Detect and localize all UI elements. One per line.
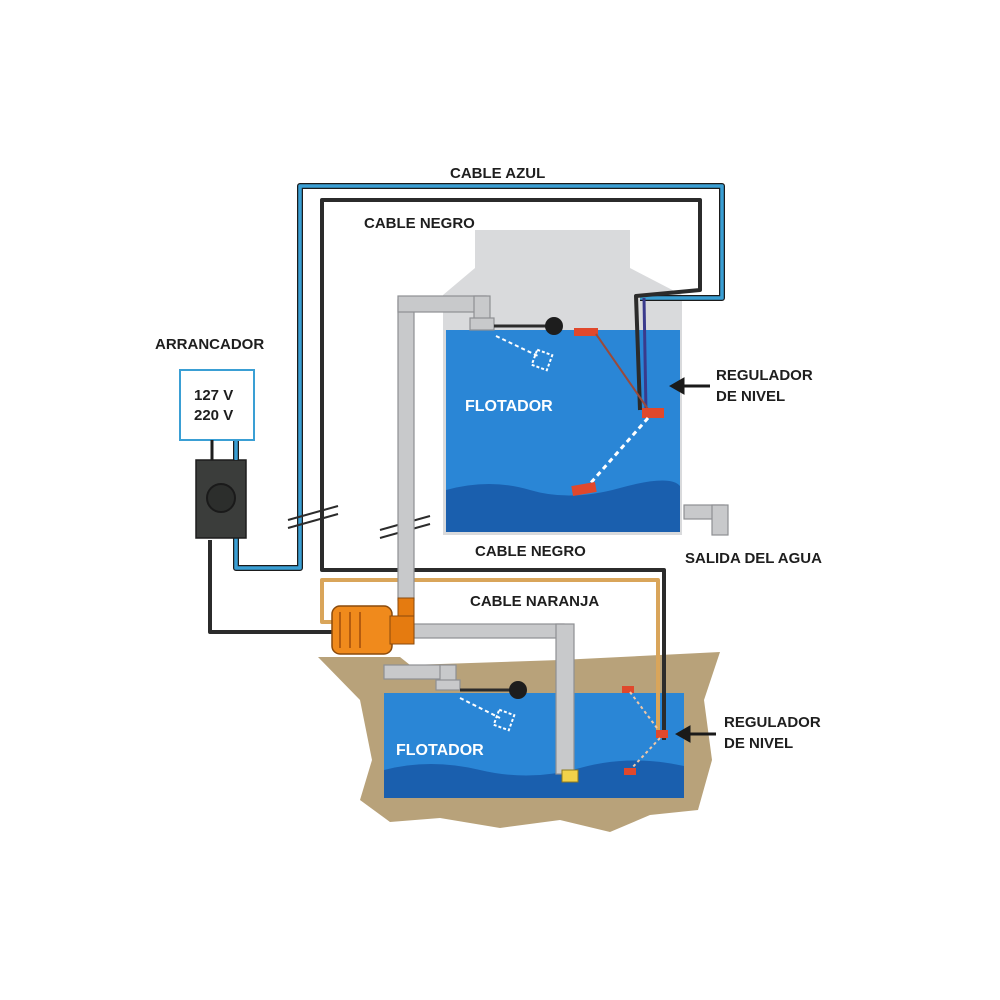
salida-label: SALIDA DEL AGUA <box>685 550 822 567</box>
blue-cable <box>233 183 725 571</box>
upper-float-switch <box>494 317 563 372</box>
pipes <box>383 295 729 775</box>
ground-cistern <box>318 652 720 832</box>
regulador-top-line2: DE NIVEL <box>716 388 785 405</box>
lower-level-regulator <box>622 686 668 775</box>
arrancador-label: ARRANCADOR <box>155 336 264 353</box>
regulador-bottom-line1: REGULADOR <box>724 714 821 731</box>
cable-azul-label: CABLE AZUL <box>450 165 545 182</box>
regulador-top-line1: REGULADOR <box>716 367 813 384</box>
voltage-127-label: 127 V <box>194 387 233 404</box>
orange-cable <box>320 578 660 735</box>
water-pump-icon <box>331 597 415 655</box>
foot-valve <box>561 769 579 783</box>
voltage-box <box>179 369 255 441</box>
cable-negro-mid-label: CABLE NEGRO <box>475 543 586 560</box>
upper-tank <box>443 230 682 535</box>
regulator-wire-top <box>642 297 648 413</box>
upper-level-regulator <box>571 328 664 497</box>
regulador-bottom-line2: DE NIVEL <box>724 735 793 752</box>
starter-switch-icon <box>195 440 247 539</box>
arrow-icon <box>668 377 716 743</box>
cable-negro-top-label: CABLE NEGRO <box>364 215 475 232</box>
flotador-bottom-label: FLOTADOR <box>396 742 484 759</box>
cable-naranja-label: CABLE NARANJA <box>470 593 599 610</box>
voltage-220-label: 220 V <box>194 407 233 424</box>
black-cable <box>208 198 702 740</box>
flotador-top-label: FLOTADOR <box>465 398 553 415</box>
